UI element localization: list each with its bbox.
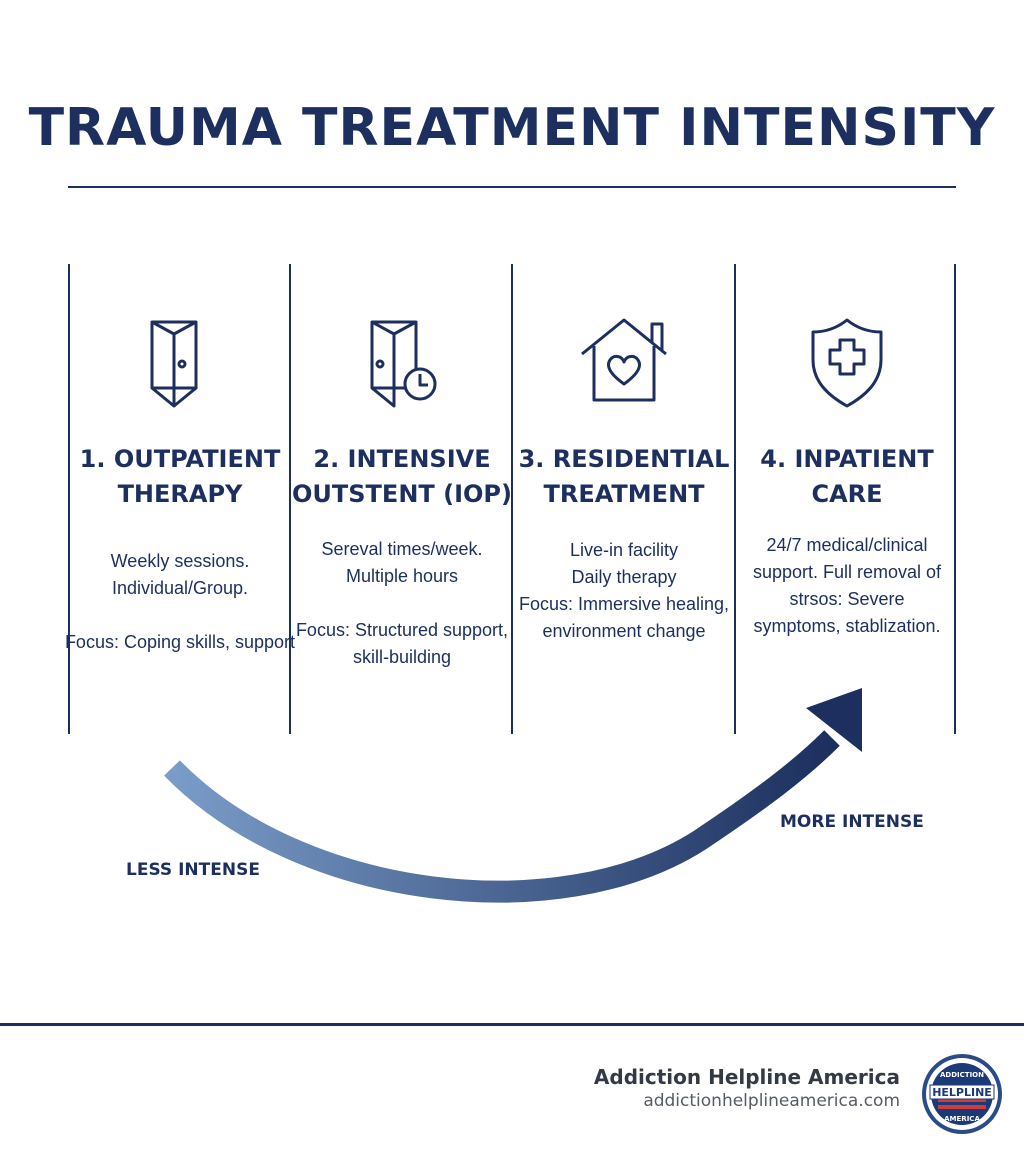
stage-description: Live-in facility Daily therapy Focus: Im… [518,540,730,641]
stage-intensive-outpatient: 2. INTENSIVE OUTSTENT (IOP) Sereval time… [291,300,513,720]
stage-title: 1. OUTPATIENT THERAPY [79,445,281,508]
stage-residential: 3. RESIDENTIAL TREATMENT Live-in facilit… [513,300,735,720]
column-divider [954,264,956,734]
brand-name: Addiction Helpline America [593,1065,900,1089]
column-divider [68,264,70,734]
stage-title: 4. INPATIENT CARE [760,445,934,508]
intensity-arrow [0,680,1024,920]
door-icon [69,310,291,410]
footer-divider [0,1023,1024,1026]
stage-description: Weekly sessions. Individual/Group. Focus… [64,551,296,652]
more-intense-label: MORE INTENSE [780,812,924,832]
house-heart-icon [513,310,735,410]
footer-brand: Addiction Helpline America addictionhelp… [594,1064,900,1112]
brand-url: addictionhelplineamerica.com [643,1091,900,1111]
stage-description: Sereval times/week. Multiple hours Focus… [295,539,509,667]
page-title: TRAUMA TREATMENT INTENSITY [28,98,996,158]
intensity-arrow-head [806,688,862,752]
column-divider [511,264,513,734]
less-intense-label: LESS INTENSE [126,860,260,880]
stage-title: 2. INTENSIVE OUTSTENT (IOP) [292,445,512,508]
title-divider [68,186,956,188]
stage-title: 3. RESIDENTIAL TREATMENT [518,445,730,508]
stage-description: 24/7 medical/clinical support. Full remo… [752,535,942,636]
stage-outpatient: 1. OUTPATIENT THERAPY Weekly sessions. I… [65,300,295,720]
stage-inpatient: 4. INPATIENT CARE 24/7 medical/clinical … [736,300,958,720]
svg-text:AMERICA: AMERICA [944,1115,980,1123]
svg-text:ADDICTION: ADDICTION [940,1071,984,1079]
door-clock-icon [291,310,513,410]
column-divider [289,264,291,734]
svg-text:HELPLINE: HELPLINE [932,1086,992,1099]
intensity-arrow-curve [164,730,840,903]
shield-cross-icon [736,310,958,410]
brand-logo: HELPLINE ADDICTION AMERICA [920,1052,1004,1136]
column-divider [734,264,736,734]
